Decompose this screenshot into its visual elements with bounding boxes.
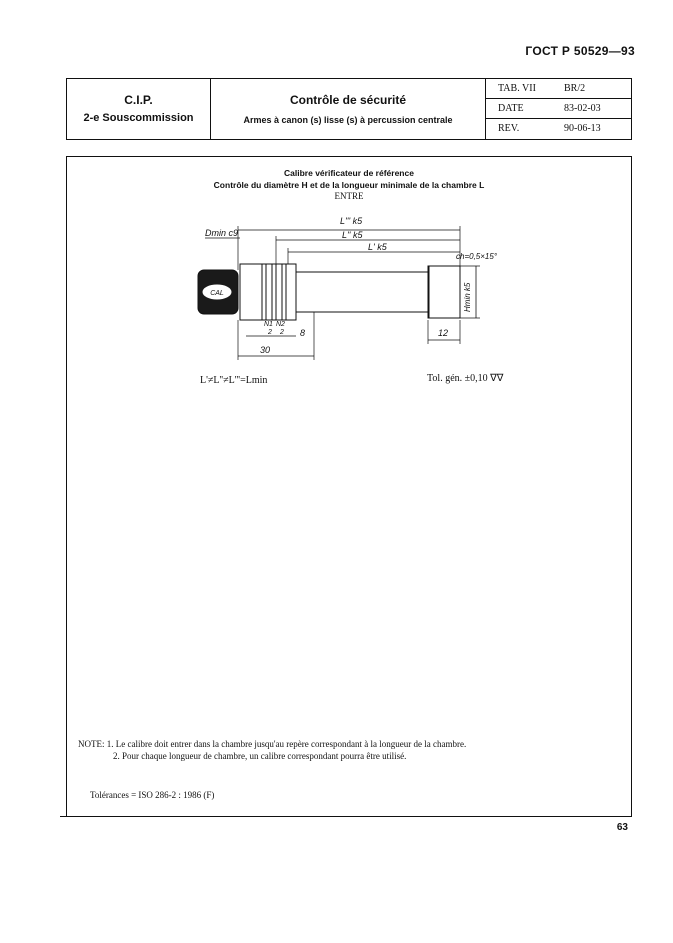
dim-12: 12 [438,328,448,338]
header-ref-cell: TAB. VII BR/2 DATE 83-02-03 REV. 90-06-1… [486,79,631,139]
header-subtitle: Armes à canon (s) lisse (s) à percussion… [243,115,453,125]
dim-8: 8 [300,328,305,338]
general-tolerance: Tol. gén. ±0,10 ∇∇ [427,373,504,384]
dim-30: 30 [260,345,270,355]
gauge-type: ENTRE [334,191,364,201]
note-1: NOTE: 1. Le calibre doit entrer dans la … [78,739,467,749]
gauge-drawing: CAL L''' k5 L'' k5 L' k5 ch=0,5×15° Dmin… [197,216,498,360]
rev-value: 90-06-13 [564,123,601,134]
subcommission: 2-e Souscommission [83,112,194,124]
tab-label: TAB. VII [498,83,536,94]
hmin-label: Hmin k5 [463,282,472,312]
tab-row: TAB. VII BR/2 [486,79,631,99]
standard-number: ГОСТ Р 50529—93 [525,44,635,58]
ring-n1-label: N1 [264,321,273,328]
chamfer-label: ch=0,5×15° [456,252,498,261]
dim-l3: L''' k5 [340,216,363,226]
rev-label: REV. [498,123,520,134]
page-number: 63 [616,822,628,833]
header-org-cell: C.I.P. 2-e Souscommission [67,79,211,139]
gauge-head [239,263,263,321]
ring-n1 [261,263,273,321]
tolerances-reference: Tolérances = ISO 286-2 : 1986 (F) [90,790,215,800]
ring-n3 [281,263,297,321]
dim-l2: L'' k5 [342,230,363,240]
header-title-cell: Contrôle de sécurité Armes à canon (s) l… [211,79,486,139]
content-frame [66,156,632,816]
bottom-rule [60,816,632,817]
ring-n2 [271,263,283,321]
length-formula: L'≠L''≠L'''=Lmin [200,375,268,386]
header-title: Contrôle de sécurité [289,93,407,107]
cal-label: CAL [210,290,224,297]
date-row: DATE 83-02-03 [486,99,631,119]
dim-2b: 2 [279,329,284,336]
org-name: C.I.P. [124,93,153,107]
dim-l1: L' k5 [368,242,388,252]
drawing-subtitle: Contrôle du diamètre H et de la longueur… [213,180,485,190]
rev-row: REV. 90-06-13 [486,119,631,139]
header-table: C.I.P. 2-e Souscommission Contrôle de sé… [66,78,632,140]
measuring-end [427,265,461,319]
date-label: DATE [498,103,524,114]
cal-marking [202,284,232,300]
drawing-title: Calibre vérificateur de référence [284,168,414,178]
notes: NOTE: 1. Le calibre doit entrer dans la … [78,738,466,762]
date-value: 83-02-03 [564,103,601,114]
note-2: 2. Pour chaque longueur de chambre, un c… [113,751,407,761]
dim-2a: 2 [267,329,272,336]
dmin-label: Dmin c9 [205,228,238,238]
ring-n2-label: N2 [276,321,285,328]
gauge-shank [295,271,429,313]
tab-value: BR/2 [564,83,586,94]
